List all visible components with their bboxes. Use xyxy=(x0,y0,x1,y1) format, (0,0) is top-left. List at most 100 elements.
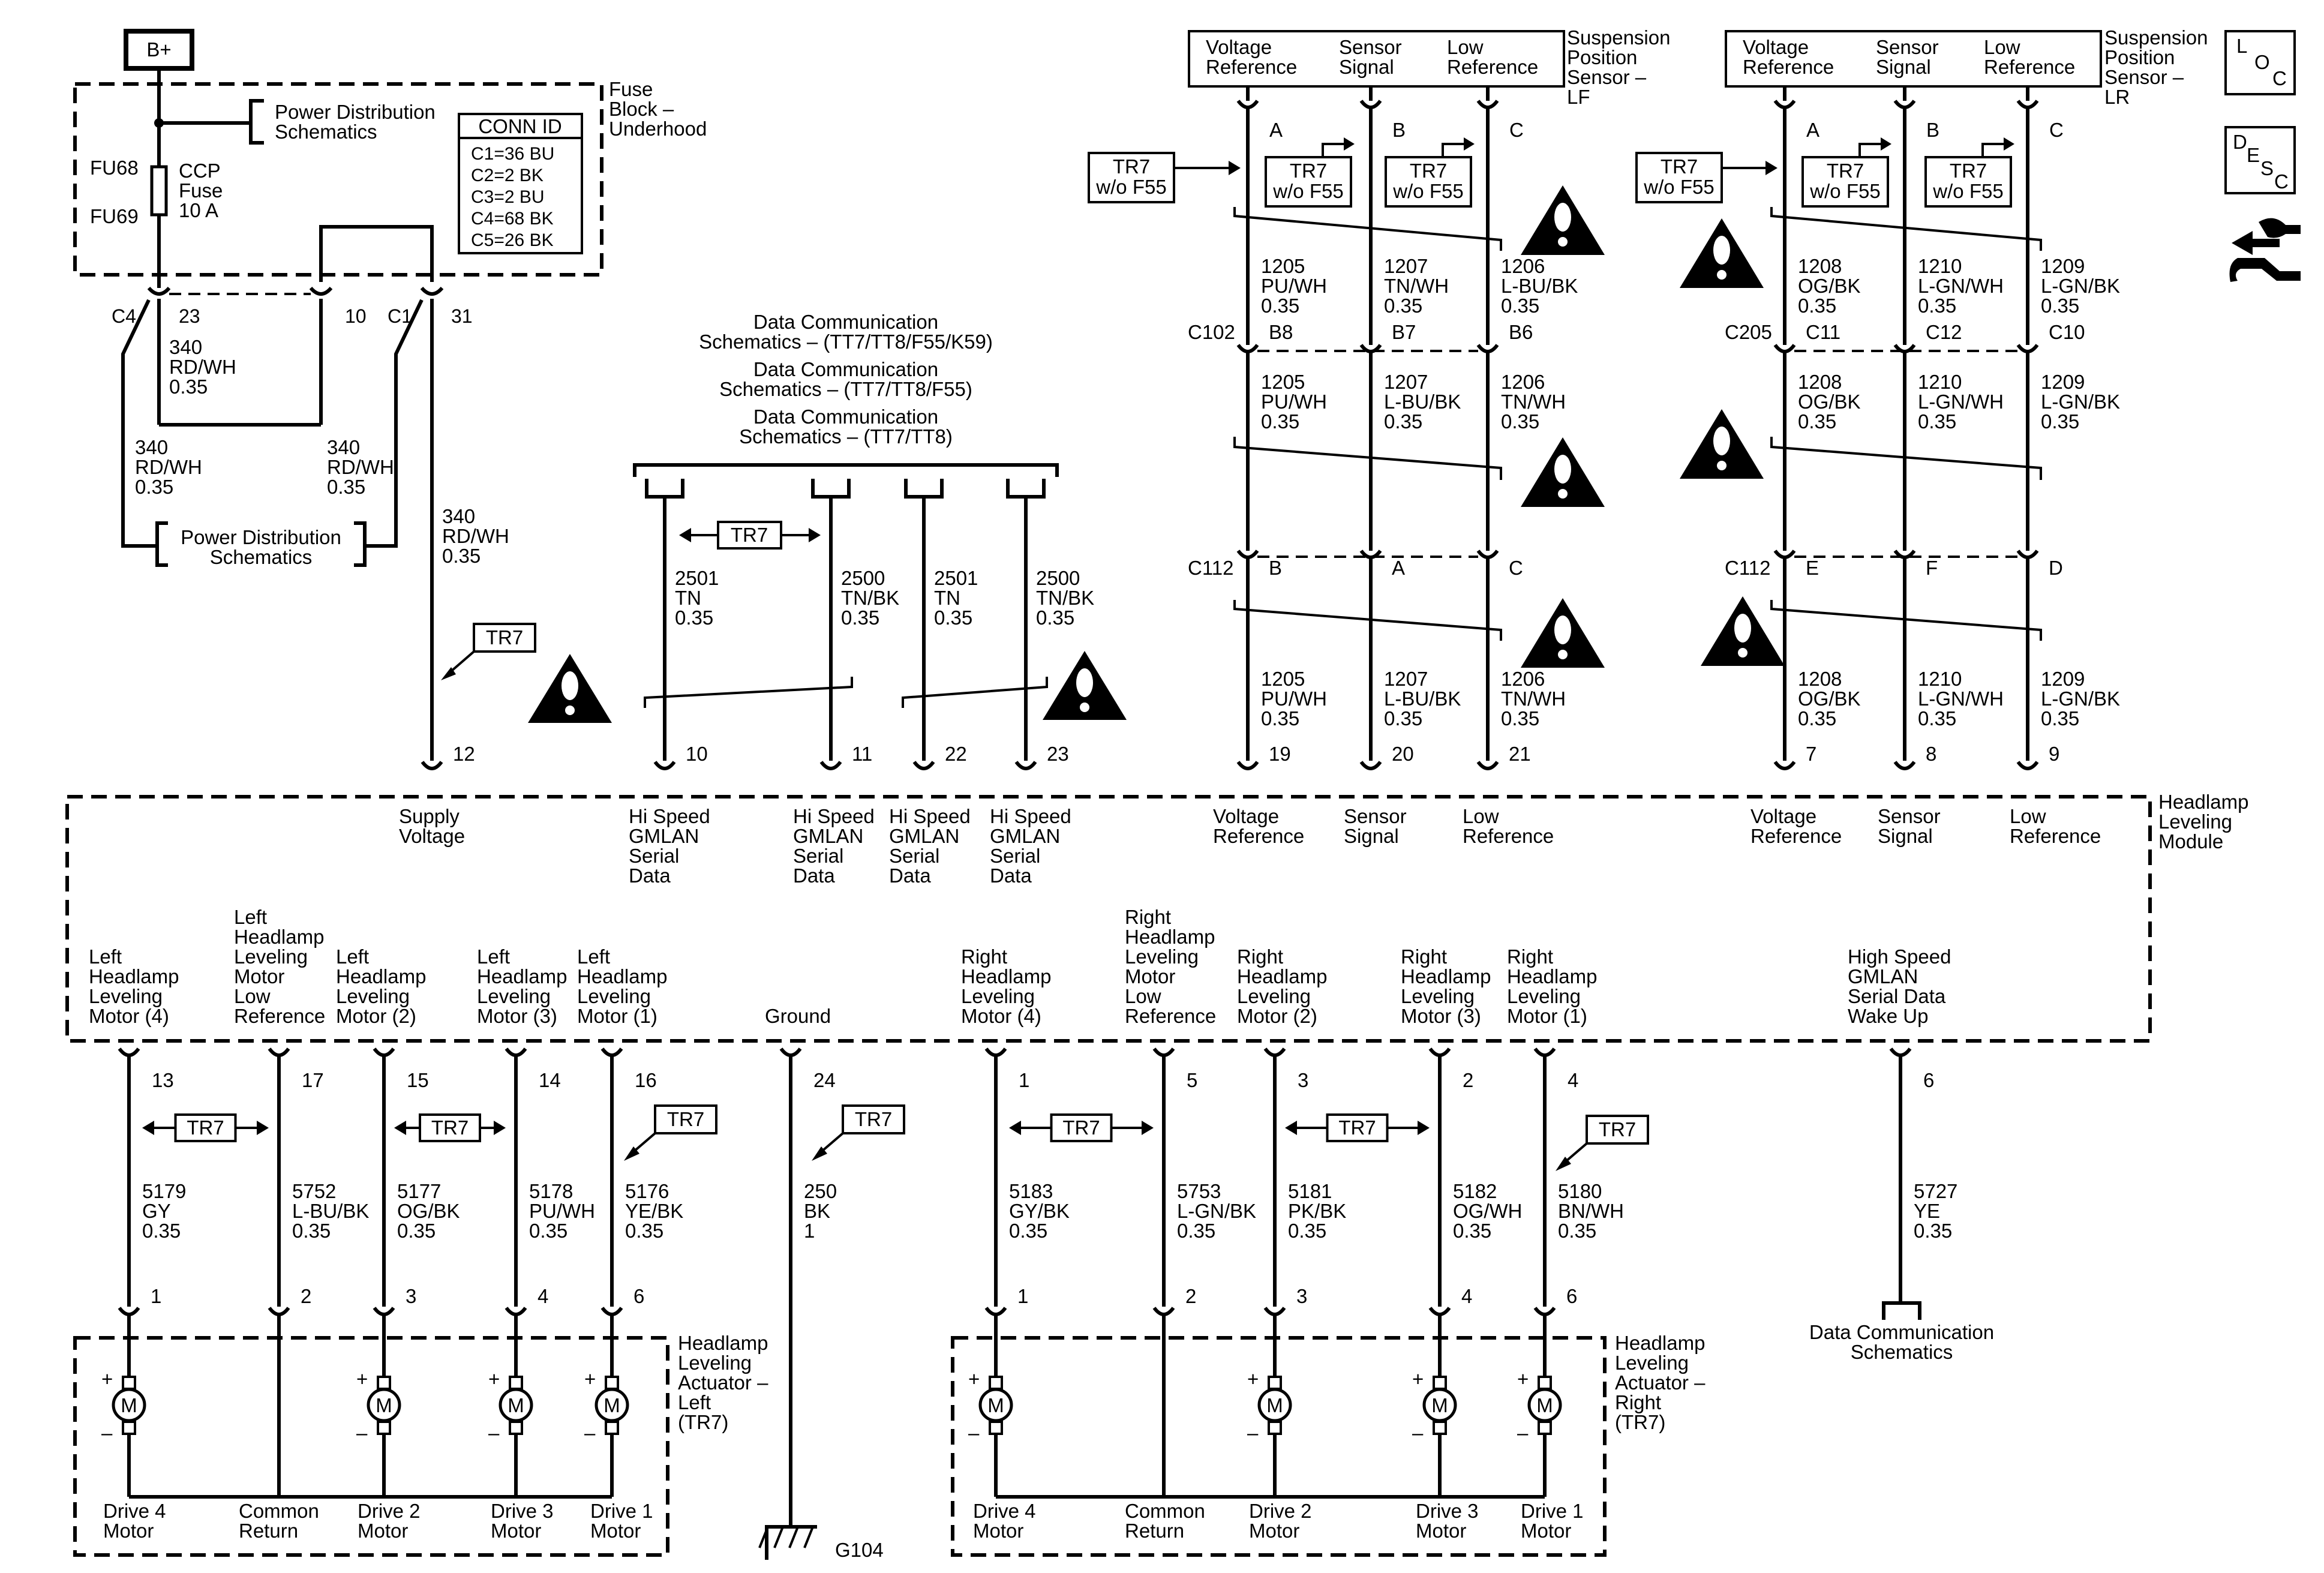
lr-tr7-mid-l2: w/o F55 xyxy=(1809,180,1880,202)
motor-wire-label-7-0: 5753 xyxy=(1177,1180,1221,1202)
sensor_lr-wire-top-lbl-1-1: L-GN/WH xyxy=(1918,275,2004,297)
module-bottom-label-11-3: Wake Up xyxy=(1848,1005,1928,1027)
actuator_right-motor-m-4: M xyxy=(1536,1394,1553,1416)
module-bottom-label-6-2: Leveling xyxy=(961,985,1035,1007)
caution-mark xyxy=(1734,614,1751,643)
actuator_left-bottom-0-1: Motor xyxy=(103,1520,154,1542)
module-top-label-9-1: Signal xyxy=(1878,825,1933,847)
sensor_lr-c112-pin-0: E xyxy=(1806,557,1819,579)
data-comm-bottom-2: Schematics xyxy=(1851,1341,1953,1363)
actuator_right-bottom-0-1: Motor xyxy=(973,1520,1023,1542)
data-comm-ref-1a: Data Communication xyxy=(753,311,938,333)
sensor_lr-pin-2: C xyxy=(2049,119,2064,141)
module-bottom-pin-2: 15 xyxy=(407,1069,429,1091)
sensor_lr-wire-mid-lbl-2-1: L-GN/BK xyxy=(2041,391,2120,413)
sensor_lr-c112-pin-1: F xyxy=(1926,557,1938,579)
actuator_left-bottom-2-0: Drive 2 xyxy=(358,1500,421,1522)
lf-tr7-mid-arrow-head xyxy=(1344,137,1355,151)
module-title-1: Headlamp xyxy=(2158,791,2248,813)
actuator-left-box xyxy=(73,1336,669,1557)
caution-mark xyxy=(1713,427,1730,455)
sensor-lf-term-2a: Sensor xyxy=(1339,36,1402,58)
tr7-left-b-label: TR7 xyxy=(431,1116,469,1139)
connector-tool-icon[interactable] xyxy=(2229,218,2301,282)
caution-icon xyxy=(1521,598,1605,668)
module-bottom-label-3-1: Headlamp xyxy=(477,965,567,987)
actuator_left-minus-2: – xyxy=(356,1422,368,1444)
module-bottom-conn-9 xyxy=(1428,1047,1451,1057)
actuator_left-motor-m-3: M xyxy=(508,1394,524,1416)
sensor_lf-wire-mid-lbl-1-2: 0.35 xyxy=(1384,410,1422,433)
desc-icon[interactable]: D E S C xyxy=(2224,126,2296,194)
module-bottom-label-6-1: Headlamp xyxy=(961,965,1051,987)
module-top-conn-0 xyxy=(421,761,443,770)
lf-tr7-mid-l1: TR7 xyxy=(1290,160,1327,182)
wire-340-mid-1: 340 xyxy=(327,436,360,458)
sensor_lr-wire-mid-lbl-0-2: 0.35 xyxy=(1798,410,1836,433)
module-bottom-label-2-1: Headlamp xyxy=(336,965,426,987)
module-bottom-conn-5 xyxy=(779,1047,802,1057)
motor-wire-label-1-1: L-BU/BK xyxy=(292,1200,369,1222)
data-comm-ref-3a: Data Communication xyxy=(753,406,938,428)
module-top-label-5-0: Voltage xyxy=(1213,805,1279,827)
tr7-left-a: TR7 xyxy=(142,1113,269,1142)
module-bottom-label-1-5: Reference xyxy=(234,1005,325,1027)
actuator_right-bottom-1-1: Return xyxy=(1125,1520,1184,1542)
loc-icon[interactable]: L O C xyxy=(2224,30,2296,95)
module-top-label-8-1: Reference xyxy=(1750,825,1842,847)
actuator-right-box xyxy=(951,1336,1607,1557)
sensor_lf-wire-top-lbl-0-1: PU/WH xyxy=(1261,275,1327,297)
sensor_lr-c1-pin-2: C10 xyxy=(2049,321,2085,343)
sensor_lf-wire-mid-lbl-2-2: 0.35 xyxy=(1501,410,1539,433)
actuator_left-plus-4: + xyxy=(584,1368,596,1390)
tr7-left-a-hr xyxy=(257,1121,269,1135)
sensor_lf-wire-bot-lbl-0-0: 1205 xyxy=(1261,668,1305,690)
sensor_lr-c1-pin-0: C11 xyxy=(1806,321,1840,343)
loc-o: O xyxy=(2254,51,2270,73)
power-dist-top-1: Power Distribution xyxy=(275,101,436,123)
wire-2500b-circuit: 2500 xyxy=(1036,567,1080,589)
headlamp-leveling-module: Headlamp Leveling Module xyxy=(65,791,2248,1043)
caution-dot xyxy=(1558,237,1568,247)
motor-wire-label-0-0: 5179 xyxy=(142,1180,186,1202)
sensor_lr-conn-mid-0 xyxy=(1773,344,1796,353)
desc-s: S xyxy=(2260,157,2274,179)
module-bottom-label-11-0: High Speed xyxy=(1848,945,1951,968)
actuator_left-bottom-1-0: Common xyxy=(239,1500,319,1522)
actuator_left-plus-2: + xyxy=(356,1368,368,1390)
motor-wire-label-2-1: OG/BK xyxy=(397,1200,460,1222)
fuse-block-label-1: Fuse xyxy=(609,78,653,100)
module-bottom-pin-3: 14 xyxy=(539,1069,561,1091)
module-bottom-label-7-0: Right xyxy=(1125,906,1171,928)
lr-tr7-mid-arrow-head xyxy=(1881,137,1891,151)
actuator_right-motor-m-3: M xyxy=(1431,1394,1448,1416)
sensor_lf-wire-top-lbl-2-2: 0.35 xyxy=(1501,295,1539,317)
caution-mark xyxy=(1554,616,1571,644)
module-title-2: Leveling xyxy=(2158,810,2232,833)
motor-wire-label-11-2: 0.35 xyxy=(1914,1220,1952,1242)
sensor_lr-conn-mid-2 xyxy=(2016,344,2039,353)
conn-id-4: C4=68 BK xyxy=(471,209,554,229)
actuator-left-title-3: Actuator – xyxy=(678,1371,768,1394)
module-bottom-pin-1: 17 xyxy=(302,1069,324,1091)
module-bottom-pin-10: 4 xyxy=(1568,1069,1578,1091)
actuator_left-pin-0: 1 xyxy=(151,1285,161,1307)
actuator_left-motor-bot-0 xyxy=(122,1421,136,1435)
actuator-right-title-5: (TR7) xyxy=(1615,1411,1665,1433)
sensor-lr-title-1: Suspension xyxy=(2104,26,2208,49)
module-bottom-conn-8 xyxy=(1263,1047,1286,1057)
motor-wire-label-1-2: 0.35 xyxy=(292,1220,331,1242)
sensor_lr-wire-bot-lbl-2-0: 1209 xyxy=(2041,668,2085,690)
module-top-label-4-2: Serial xyxy=(990,845,1040,867)
tr7-ground-box xyxy=(842,1104,905,1134)
actuator_left-conn-2 xyxy=(373,1307,395,1316)
sensor_lr-c112-label: C112 xyxy=(1725,557,1770,579)
sensor_lr-wire-bot-lbl-1-0: 1210 xyxy=(1918,668,1962,690)
module-bottom-label-1-0: Left xyxy=(234,906,267,928)
caution-dot xyxy=(1717,461,1727,470)
module-top-label-3-3: Data xyxy=(889,864,931,887)
lr-tr7-right-l2: w/o F55 xyxy=(1932,180,2003,202)
